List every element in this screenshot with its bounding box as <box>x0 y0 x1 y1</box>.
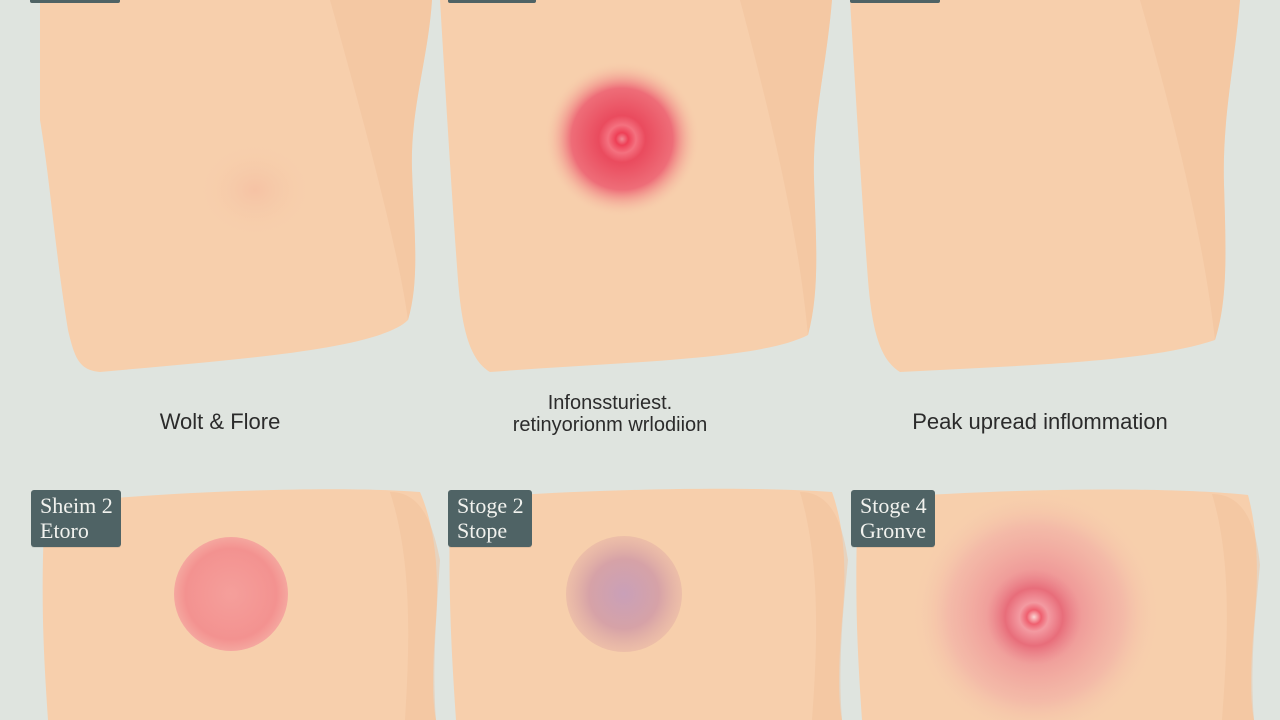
skin-panel-3 <box>850 0 1240 372</box>
caption-panel-2-line-2: retinyorionm wrlodiion <box>512 414 708 436</box>
caption-panel-3: Peak upread inflommation <box>880 411 1200 433</box>
purple-patch-stage-3 <box>566 536 682 652</box>
stage-badge-panel-6: Stoge 4 Gronve <box>851 490 935 547</box>
badge-panel-4-line-2: Etoro <box>40 518 89 543</box>
pink-patch-stage-1 <box>174 537 288 651</box>
caption-panel-3-text: Peak upread inflommation <box>912 409 1168 434</box>
caption-panel-1: Wolt & Flore <box>110 411 330 433</box>
badge-panel-4-line-1: Sheim 2 <box>40 493 113 518</box>
caption-panel-2-line-1: Infonssturiest. <box>547 392 673 414</box>
caption-panel-2: Infonssturiest. retinyorionm wrlodiion <box>470 392 750 436</box>
badge-panel-5-line-1: Stoge 2 <box>457 493 524 518</box>
badge-stub-panel-2 <box>448 0 536 3</box>
badge-stub-panel-1 <box>30 0 120 3</box>
stage-badge-panel-4: Sheim 2 Etoro <box>31 490 121 547</box>
badge-panel-6-line-2: Gronve <box>860 518 926 543</box>
core-spot-stage-4 <box>986 569 1082 665</box>
badge-stub-panel-3 <box>850 0 940 3</box>
badge-panel-5-line-2: Stope <box>457 518 508 543</box>
badge-panel-6-line-1: Stoge 4 <box>860 493 927 518</box>
caption-panel-1-text: Wolt & Flore <box>159 409 281 434</box>
inflammation-spot-stage-2 <box>544 61 700 217</box>
stage-badge-panel-5: Stoge 2 Stope <box>448 490 532 547</box>
